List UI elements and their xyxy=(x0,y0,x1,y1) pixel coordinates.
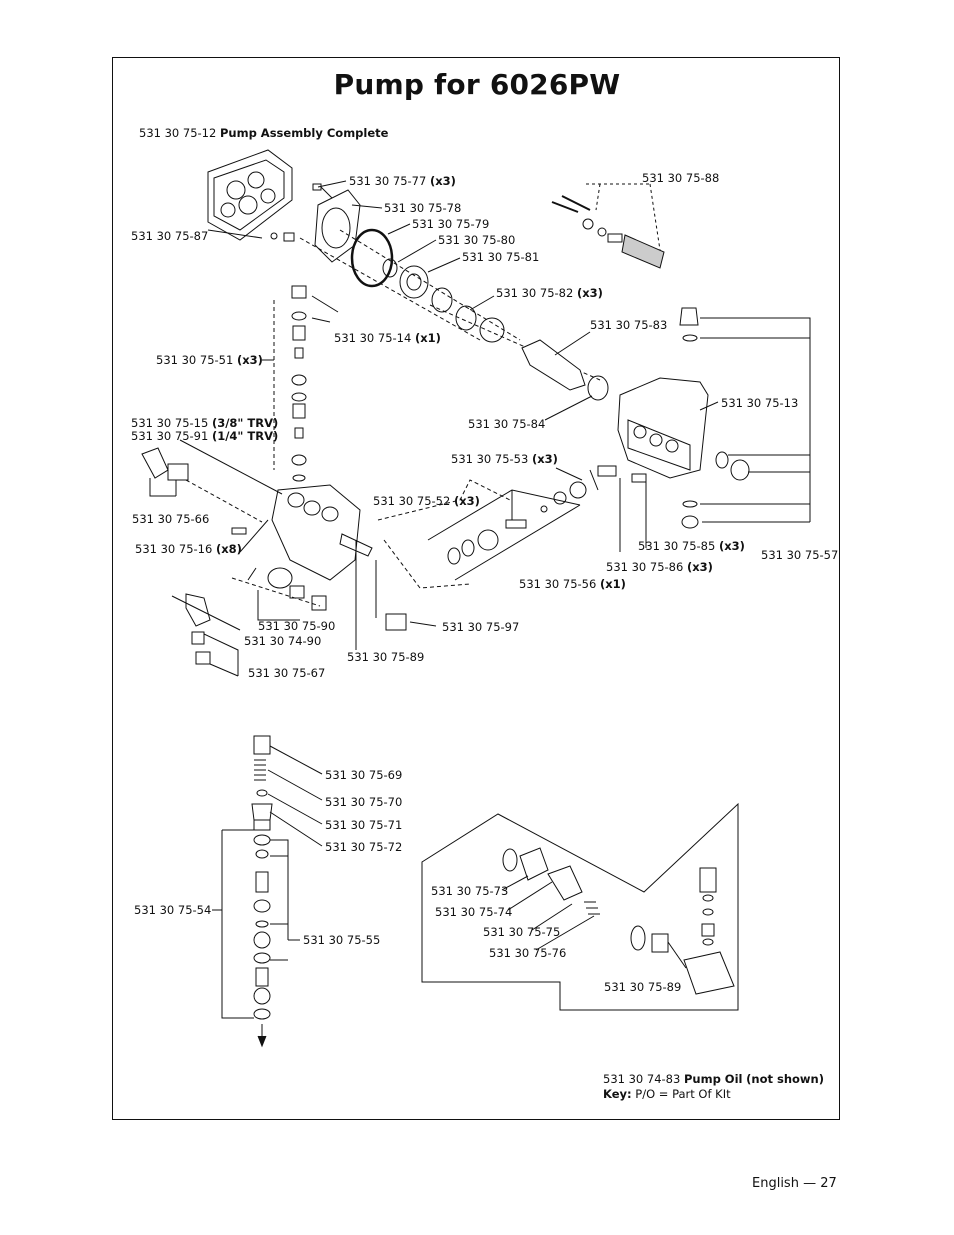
part-label: 531 30 75-86 (x3) xyxy=(606,560,713,574)
page-frame xyxy=(112,57,840,1120)
part-label: 531 30 75-78 xyxy=(384,201,462,215)
part-label: 531 30 75-80 xyxy=(438,233,516,247)
part-label: 531 30 75-77 (x3) xyxy=(349,174,456,188)
part-label: 531 30 75-75 xyxy=(483,925,561,939)
part-label: 531 30 75-51 (x3) xyxy=(156,353,263,367)
part-label: 531 30 75-13 xyxy=(721,396,799,410)
part-label: 531 30 75-74 xyxy=(435,905,513,919)
part-label: 531 30 75-56 (x1) xyxy=(519,577,626,591)
part-label: 531 30 75-54 xyxy=(134,903,212,917)
assembly-label: 531 30 75-12 Pump Assembly Complete xyxy=(139,126,389,140)
part-label: 531 30 75-97 xyxy=(442,620,520,634)
part-label: 531 30 75-69 xyxy=(325,768,403,782)
part-label: 531 30 75-82 (x3) xyxy=(496,286,603,300)
page-footer: English — 27 xyxy=(752,1176,837,1191)
part-label: 531 30 75-70 xyxy=(325,795,403,809)
part-label: 531 30 75-84 xyxy=(468,417,546,431)
part-label: 531 30 75-53 (x3) xyxy=(451,452,558,466)
part-label: 531 30 75-81 xyxy=(462,250,540,264)
part-label: 531 30 75-71 xyxy=(325,818,403,832)
part-label: 531 30 75-76 xyxy=(489,946,567,960)
part-label: 531 30 75-72 xyxy=(325,840,403,854)
part-label: 531 30 75-57 xyxy=(761,548,839,562)
part-label: 531 30 75-16 (x8) xyxy=(135,542,242,556)
part-label: 531 30 75-87 xyxy=(131,229,209,243)
part-label: 531 30 75-91 (1/4" TRV) xyxy=(131,429,279,443)
part-label: 531 30 75-52 (x3) xyxy=(373,494,480,508)
part-label: 531 30 75-90 xyxy=(258,619,336,633)
part-label: 531 30 75-55 xyxy=(303,933,381,947)
part-label: 531 30 75-89 xyxy=(347,650,425,664)
pump-head-plate xyxy=(207,149,293,241)
part-label: 531 30 74-90 xyxy=(244,634,322,648)
key-note: Key: P/O = Part Of KIt xyxy=(603,1087,731,1101)
part-label: 531 30 75-89 xyxy=(604,980,682,994)
part-label: 531 30 75-15 (3/8" TRV) xyxy=(131,416,279,430)
part-label: 531 30 75-66 xyxy=(132,512,210,526)
part-label: 531 30 75-67 xyxy=(248,666,326,680)
part-label: 531 30 75-88 xyxy=(642,171,720,185)
page-title: Pump for 6026PW xyxy=(333,68,621,101)
oil-note: 531 30 74-83 Pump Oil (not shown) xyxy=(603,1072,824,1086)
part-label: 531 30 75-83 xyxy=(590,318,668,332)
part-label: 531 30 75-14 (x1) xyxy=(334,331,441,345)
part-label: 531 30 75-85 (x3) xyxy=(638,539,745,553)
part-label: 531 30 75-79 xyxy=(412,217,490,231)
part-label: 531 30 75-73 xyxy=(431,884,509,898)
